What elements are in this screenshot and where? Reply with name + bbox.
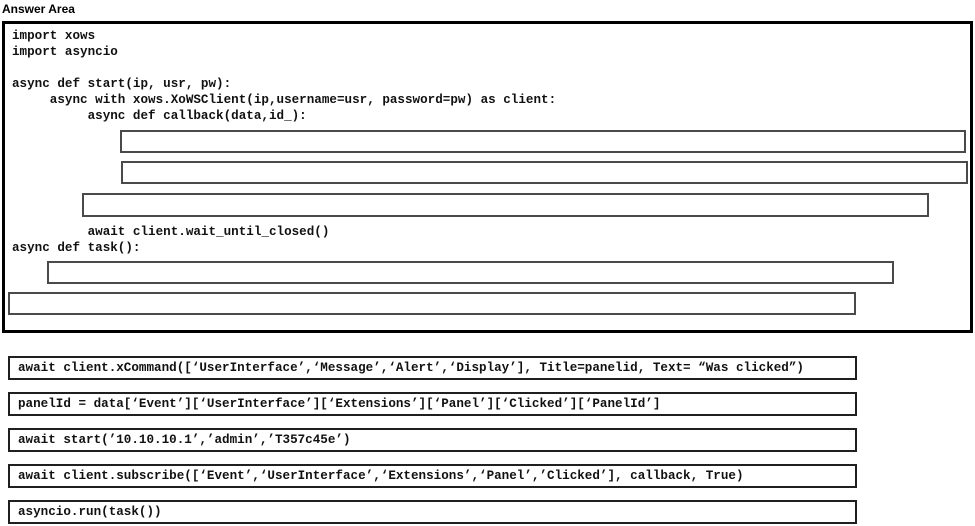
code-line-import-xows: import xows	[12, 29, 96, 43]
snippet-asyncio-run[interactable]: asyncio.run(task())	[8, 500, 857, 524]
snippet-list: await client.xCommand([‘UserInterface’,‘…	[8, 356, 975, 524]
snippet-client-subscribe[interactable]: await client.subscribe([‘Event’,‘UserInt…	[8, 464, 857, 488]
code-line-def-callback: async def callback(data,id_):	[12, 109, 307, 123]
answer-area-panel: import xows import asyncio async def sta…	[2, 21, 973, 333]
code-line-wait-until-closed: await client.wait_until_closed()	[12, 225, 330, 239]
code-line-async-with-client: async with xows.XoWSClient(ip,username=u…	[12, 93, 557, 107]
snippet-xcommand-alert[interactable]: await client.xCommand([‘UserInterface’,‘…	[8, 356, 857, 380]
drop-slot-4[interactable]	[47, 261, 894, 284]
code-line-import-asyncio: import asyncio	[12, 45, 118, 59]
drop-slot-1[interactable]	[120, 130, 966, 153]
answer-area-title: Answer Area	[2, 2, 75, 16]
snippet-await-start[interactable]: await start(’10.10.10.1’,’admin’,’T357c4…	[8, 428, 857, 452]
snippet-panelid-data[interactable]: panelId = data[‘Event’][‘UserInterface’]…	[8, 392, 857, 416]
drop-slot-5[interactable]	[8, 292, 856, 315]
drop-slot-2[interactable]	[121, 161, 968, 184]
code-line-def-task: async def task():	[12, 241, 141, 255]
code-line-def-start: async def start(ip, usr, pw):	[12, 77, 232, 91]
code-line-blank	[5, 60, 970, 76]
drop-slot-3[interactable]	[82, 193, 929, 217]
